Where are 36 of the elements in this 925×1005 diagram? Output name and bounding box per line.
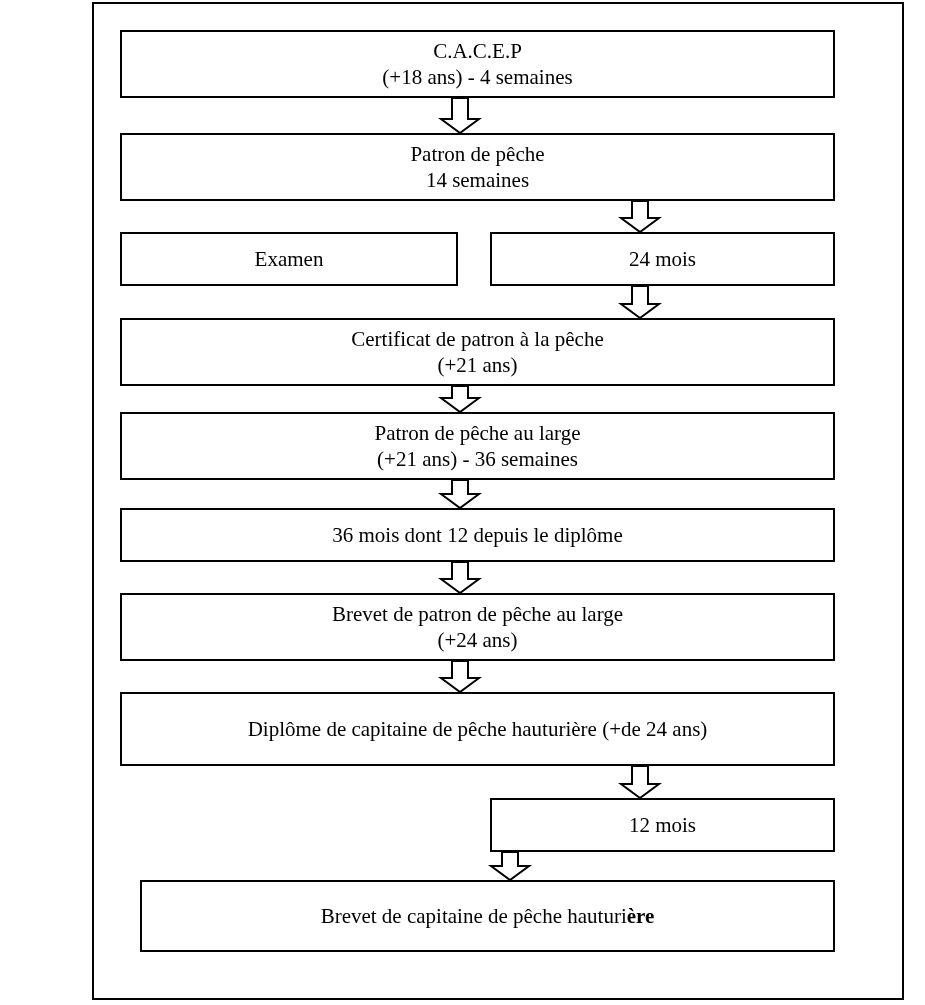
box-text: (+18 ans) - 4 semaines: [382, 64, 573, 91]
process-box: [120, 692, 835, 766]
process-box: [490, 232, 835, 286]
box-text: Examen: [254, 245, 324, 273]
block-arrow: [437, 561, 483, 595]
box-text: Certificat de patron à la pêche: [351, 325, 604, 352]
block-arrow: [617, 765, 663, 800]
block-arrow: [437, 479, 483, 510]
block-arrow: [437, 97, 483, 135]
box-text: Diplôme de capitaine de pêche hauturière (+de 24 ans): [247, 715, 708, 743]
process-box: [140, 880, 835, 952]
process-box: [120, 133, 835, 201]
block-arrow: [487, 851, 533, 882]
process-box: [120, 232, 458, 286]
box-text: Brevet de patron de pêche au large: [331, 600, 624, 627]
box-text: Patron de pêche: [410, 140, 545, 167]
block-arrow: [617, 285, 663, 320]
box-text: Brevet de capitaine de pêche hauturière: [320, 902, 655, 930]
block-arrow: [617, 200, 663, 234]
block-arrow: [437, 660, 483, 694]
block-arrow: [437, 385, 483, 414]
box-text: 12 mois: [628, 811, 697, 839]
box-text: C.A.C.E.P: [433, 37, 522, 64]
box-text: Patron de pêche au large: [374, 419, 581, 446]
box-text: (+21 ans) - 36 semaines: [377, 446, 578, 473]
process-box: [120, 508, 835, 562]
box-text: (+21 ans): [437, 352, 518, 379]
process-box: [490, 798, 835, 852]
process-box: [120, 318, 835, 386]
box-text: 36 mois dont 12 depuis le diplôme: [332, 521, 623, 549]
process-box: [120, 593, 835, 661]
process-box: [120, 412, 835, 480]
box-text: (+24 ans): [437, 627, 518, 654]
box-text: 14 semaines: [425, 167, 530, 194]
process-box: [120, 30, 835, 98]
box-text: 24 mois: [628, 245, 697, 273]
